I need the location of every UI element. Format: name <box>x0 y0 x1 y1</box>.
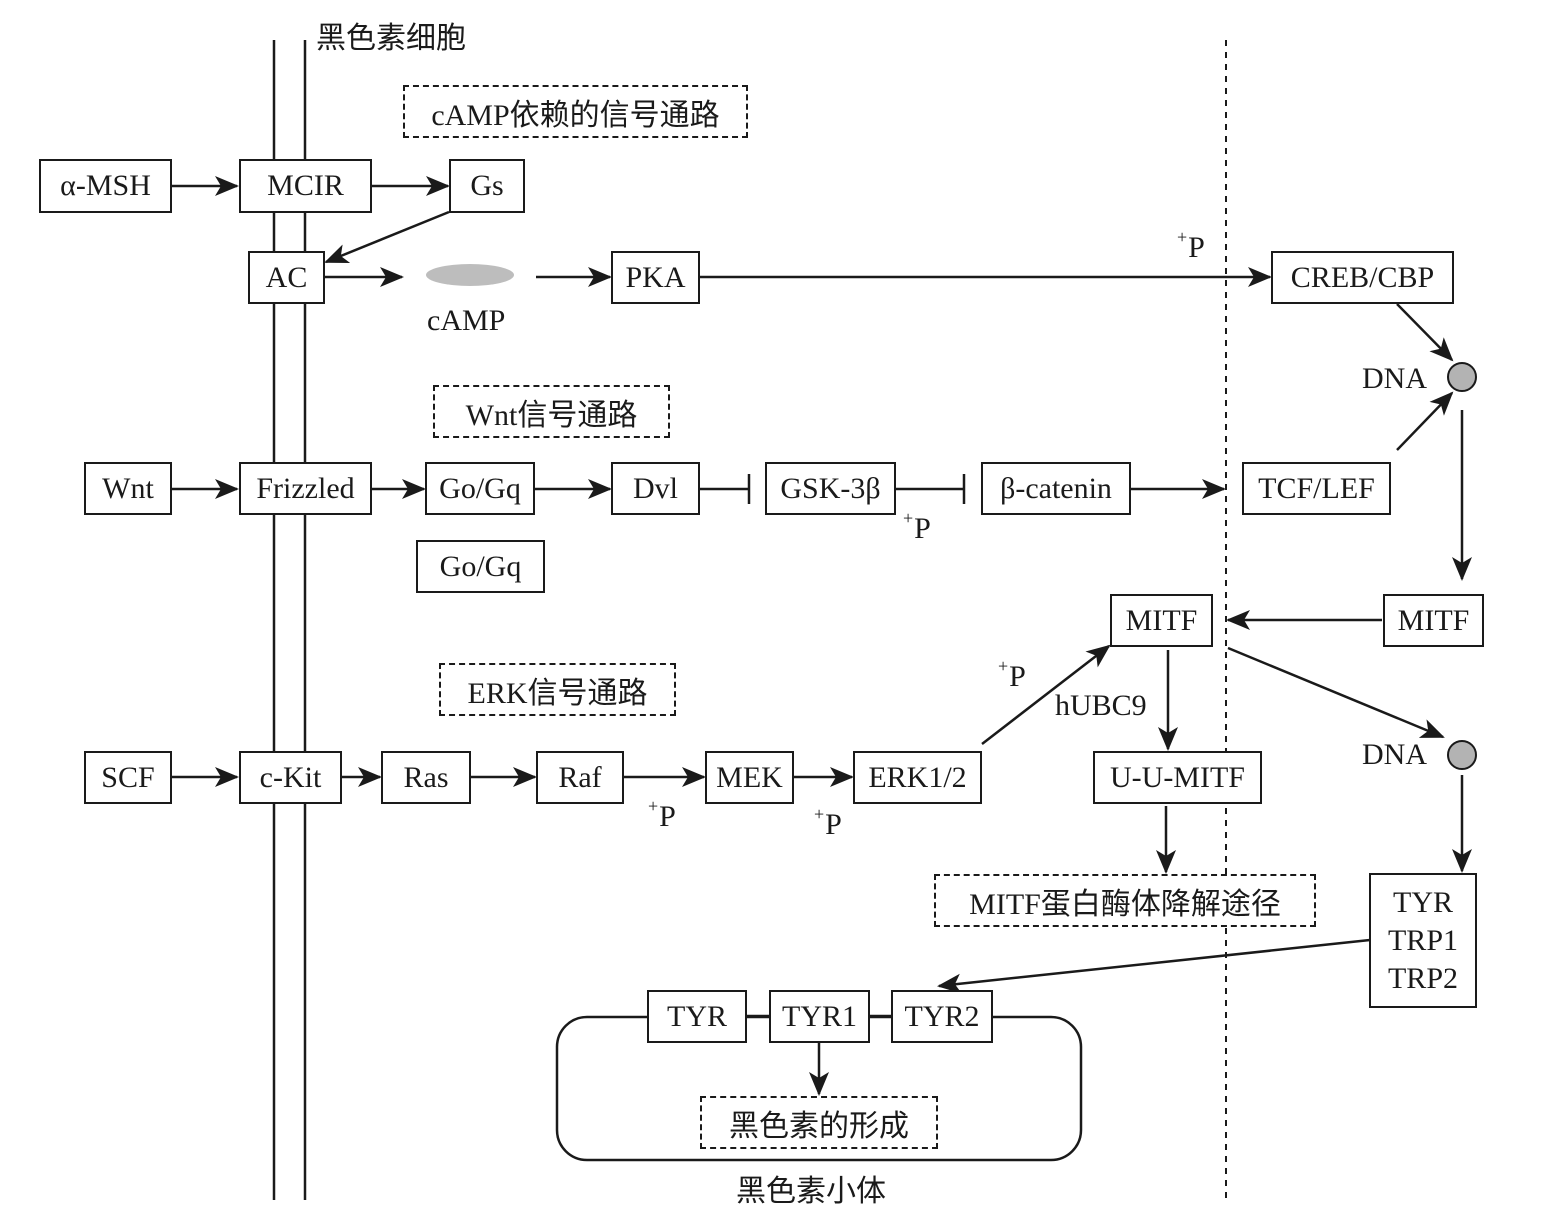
node-erk: ERK1/2 <box>853 751 982 804</box>
node-amsh: α-MSH <box>39 159 172 213</box>
phospho-mek-erk: +P <box>814 804 842 841</box>
dna-top-circle <box>1447 362 1477 392</box>
arrow-erk-mitf <box>981 644 1111 745</box>
node-uumitf: U-U-MITF <box>1093 751 1262 804</box>
hubc9-label: hUBC9 <box>1055 689 1147 722</box>
phospho-gsk: +P <box>903 508 931 545</box>
node-frizzled: Frizzled <box>239 462 372 515</box>
node-ras: Ras <box>381 751 471 804</box>
dna-bottom-circle <box>1447 740 1477 770</box>
node-mcir: MCIR <box>239 159 372 213</box>
node-scf: SCF <box>84 751 172 804</box>
arrow-gs-ac <box>324 210 450 264</box>
tyr-list-item: TRP1 <box>1387 923 1459 957</box>
node-wnt: Wnt <box>84 462 172 515</box>
arrow-tyrlist-tyr <box>937 938 1371 994</box>
node-creb: CREB/CBP <box>1271 251 1454 304</box>
tyr-list-item: TYR <box>1393 885 1453 919</box>
node-mitf-right: MITF <box>1383 594 1484 647</box>
arrow-creb-dna <box>1396 303 1454 362</box>
phospho-erk-mitf: +P <box>998 656 1026 693</box>
node-degradation: MITF蛋白酶体降解途径 <box>934 874 1316 927</box>
tyr-list-item: TRP2 <box>1387 961 1459 995</box>
node-gsk: GSK-3β <box>765 462 896 515</box>
membrane-label: 黑色素细胞 <box>316 22 466 55</box>
node-pka: PKA <box>611 251 700 304</box>
node-tyr-list: TYR TRP1 TRP2 <box>1369 873 1477 1008</box>
pathway-title-erk: ERK信号通路 <box>439 663 676 716</box>
node-ac: AC <box>248 251 325 304</box>
melanosome-label: 黑色素小体 <box>736 1175 886 1208</box>
node-melanin: 黑色素的形成 <box>700 1096 938 1149</box>
node-tyr2: TYR2 <box>891 990 993 1043</box>
node-dvl: Dvl <box>611 462 700 515</box>
node-ckit: c-Kit <box>239 751 342 804</box>
node-gogq-1: Go/Gq <box>425 462 535 515</box>
arrow-mitf-dna <box>1227 646 1445 739</box>
node-gogq-2: Go/Gq <box>416 540 545 593</box>
node-gs: Gs <box>449 159 525 213</box>
node-tcf: TCF/LEF <box>1242 462 1391 515</box>
dna-top-label: DNA <box>1362 362 1427 395</box>
pathway-title-wnt: Wnt信号通路 <box>433 385 670 438</box>
node-tyr: TYR <box>647 990 747 1043</box>
node-camp-label: cAMP <box>427 304 506 337</box>
camp-ellipse <box>426 264 514 286</box>
node-mitf-mid: MITF <box>1110 594 1213 647</box>
arrow-tcf-dna <box>1396 391 1454 451</box>
dna-bottom-label: DNA <box>1362 738 1427 771</box>
phospho-raf-mek: +P <box>648 796 676 833</box>
node-raf: Raf <box>536 751 624 804</box>
node-bcatenin: β-catenin <box>981 462 1131 515</box>
pathway-title-camp: cAMP依赖的信号通路 <box>403 85 748 138</box>
node-tyr1: TYR1 <box>769 990 870 1043</box>
node-mek: MEK <box>705 751 794 804</box>
phospho-pka-creb: +P <box>1177 227 1205 264</box>
